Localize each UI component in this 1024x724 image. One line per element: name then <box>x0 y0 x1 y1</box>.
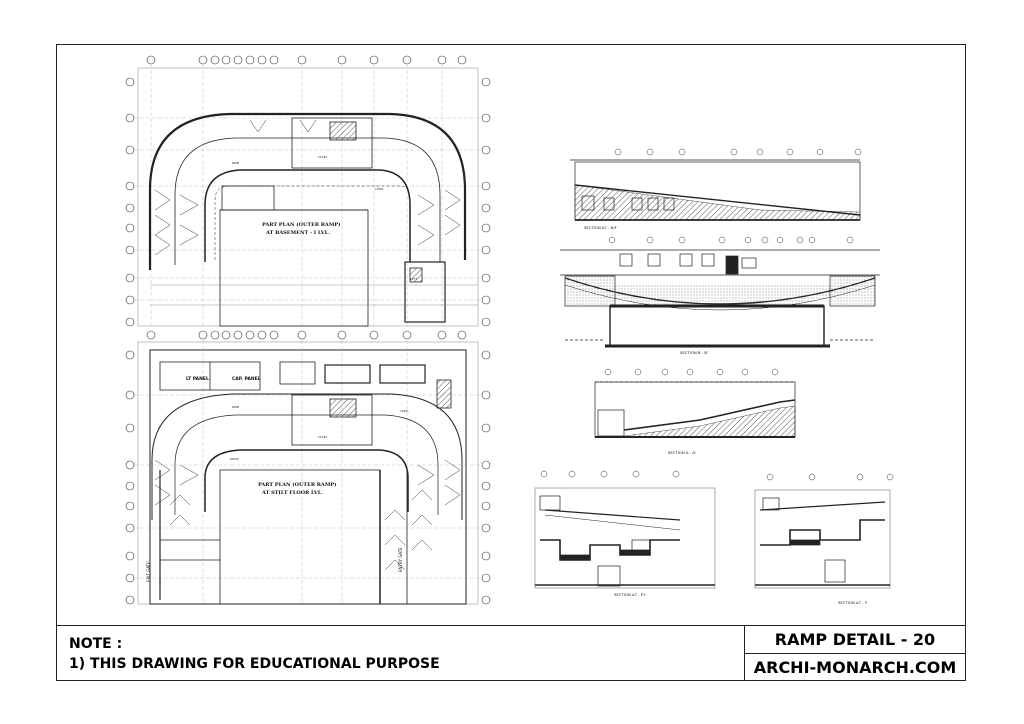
svg-text:LIFT: LIFT <box>410 277 417 281</box>
sheet-title: RAMP DETAIL - 20 <box>774 630 936 649</box>
grid-bubbles-right-1 <box>481 77 491 327</box>
svg-text:STAIR: STAIR <box>318 155 327 159</box>
section-1 <box>570 148 862 221</box>
grid-bubbles-top-1 <box>146 55 467 65</box>
grid-bubbles-top-2 <box>146 330 467 340</box>
svg-text:STAIR: STAIR <box>318 435 327 439</box>
sheet-info-panel: RAMP DETAIL - 20 ARCHI-MONARCH.COM <box>745 626 965 680</box>
svg-text:RAMP: RAMP <box>232 161 239 165</box>
plan-stilt: RAMP STAIR LEVEL DRIVE <box>125 330 491 605</box>
lt-panel-label: LT PANEL <box>186 376 209 382</box>
cap-panel-label: CAP. PANEL <box>232 376 261 382</box>
plan-title-stilt-1: PART PLAN (OUTER RAMP) <box>258 481 336 488</box>
section-4 <box>534 470 716 589</box>
title-block: NOTE : 1) THIS DRAWING FOR EDUCATIONAL P… <box>56 625 966 681</box>
section-1-title: SECTION A7 - B/F <box>584 225 617 230</box>
plan-title-basement-2: AT BASEMENT - I LVL. <box>265 230 330 236</box>
section-2 <box>560 236 880 348</box>
section-2-title: SECTION B - B' <box>680 350 708 355</box>
note-text: 1) THIS DRAWING FOR EDUCATIONAL PURPOSE <box>69 656 440 672</box>
section-4-title: SECTION A7 - P1 <box>614 592 646 597</box>
grid-bubbles-right-2 <box>481 350 491 605</box>
svg-text:LEVEL: LEVEL <box>400 409 409 413</box>
plan-basement: RAMP STAIR LEVEL LIFT <box>125 55 491 327</box>
grid-bubbles-left-2 <box>125 350 135 605</box>
exit-gate-label: EXIT GATE <box>146 561 151 582</box>
svg-text:DRIVE: DRIVE <box>230 457 239 461</box>
grid-bubbles-left-1 <box>125 77 135 327</box>
plan-title-basement-1: PART PLAN (OUTER RAMP) <box>262 221 340 228</box>
svg-text:LEVEL: LEVEL <box>375 187 384 191</box>
note-panel: NOTE : 1) THIS DRAWING FOR EDUCATIONAL P… <box>57 626 745 680</box>
plan-title-stilt-2: AT STILT FLOOR LVL. <box>261 490 323 496</box>
section-3-title: SECTION A - A' <box>668 450 696 455</box>
note-heading: NOTE : <box>69 636 123 652</box>
svg-text:RAMP: RAMP <box>232 405 239 409</box>
website-label: ARCHI-MONARCH.COM <box>745 653 965 681</box>
entry-gate-label: ENTRY GATE <box>398 547 403 572</box>
section-5-title: SECTION A7 - Y <box>838 600 868 605</box>
section-3 <box>594 368 796 438</box>
section-5 <box>754 473 894 589</box>
